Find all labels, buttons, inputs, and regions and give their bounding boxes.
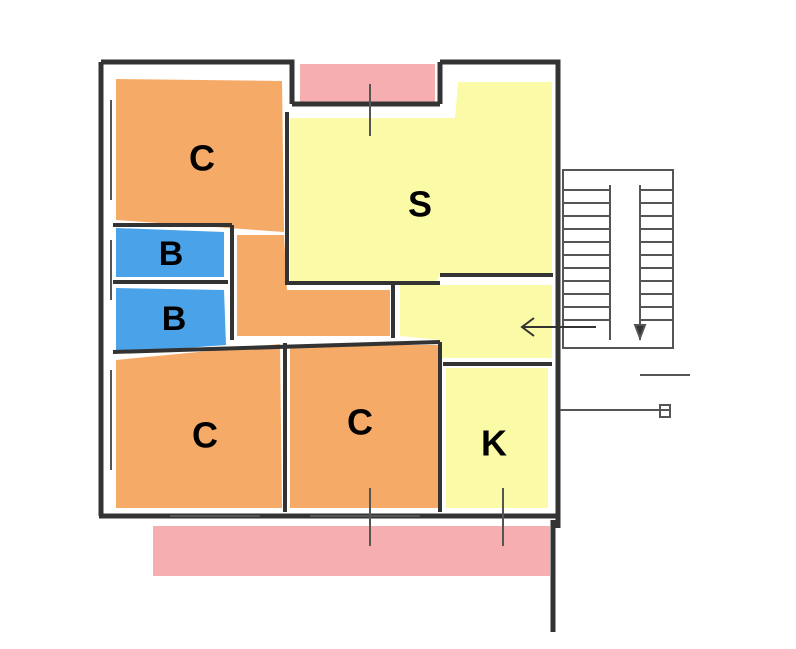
room-kitchen [446, 368, 548, 508]
room-label-bath-2: B [162, 300, 187, 338]
balcony-north [300, 64, 435, 102]
room-bedroom-nw [116, 79, 284, 232]
room-label-bedroom-nw: C [189, 138, 215, 179]
room-label-bedroom-s: C [347, 402, 373, 443]
interior-walls [112, 112, 553, 512]
room-bath-1 [116, 228, 224, 277]
room-bath-2 [116, 288, 226, 353]
arrow-left-icon [520, 317, 596, 337]
balcony-south [153, 526, 550, 576]
room-entry [400, 285, 552, 358]
room-label-bedroom-sw: C [192, 415, 218, 456]
room-label-bath-1: B [159, 235, 184, 273]
room-hall [237, 235, 390, 336]
room-label-living: S [408, 184, 432, 225]
room-bedroom-s [290, 345, 438, 508]
room-bedroom-sw [116, 344, 282, 508]
staircase-icon [560, 169, 690, 418]
room-living [290, 82, 552, 282]
window-marks [110, 84, 504, 546]
room-label-kitchen: K [481, 423, 507, 464]
